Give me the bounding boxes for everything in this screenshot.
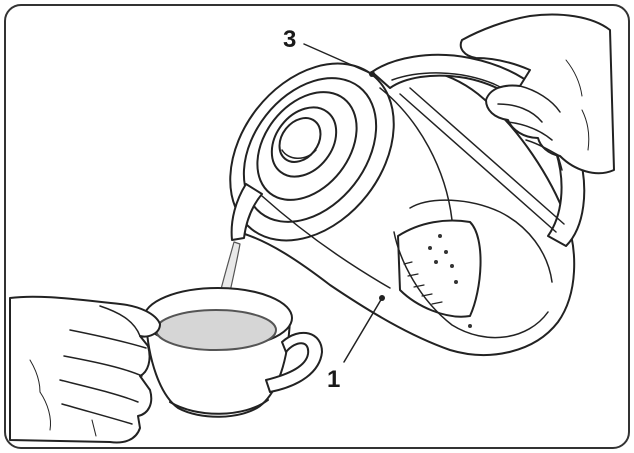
callout-1-leader bbox=[343, 297, 383, 363]
kettle-handle-strip bbox=[399, 93, 557, 233]
kettle-lid-ring-3 bbox=[270, 106, 338, 178]
kettle-body-contour bbox=[393, 231, 549, 339]
kettle-body-contour-2 bbox=[409, 199, 553, 283]
callout-3-leader bbox=[303, 43, 373, 75]
kettle-spout bbox=[230, 183, 263, 241]
right-hand-creases bbox=[565, 59, 590, 151]
left-hand-outline bbox=[9, 295, 161, 444]
left-hand-fingers bbox=[59, 305, 147, 425]
callout-1-dot bbox=[379, 295, 385, 301]
right-hand-outline bbox=[459, 13, 615, 175]
cup bbox=[143, 287, 323, 418]
left-hand-creases bbox=[29, 359, 97, 437]
kettle-handle-strip-2 bbox=[409, 87, 565, 225]
kettle-lid-ring-2 bbox=[256, 91, 358, 201]
kettle-lid-ring-1 bbox=[242, 77, 378, 223]
callout-label-lid: 3 bbox=[283, 26, 297, 53]
kettle-lid-knob-shade bbox=[281, 149, 317, 159]
cup-base bbox=[169, 399, 269, 415]
cup-handle bbox=[265, 332, 323, 393]
callout-label-body: 1 bbox=[327, 366, 341, 393]
right-hand-fingers bbox=[497, 85, 561, 157]
callout-3-dot bbox=[369, 71, 375, 77]
cup-liquid bbox=[155, 309, 277, 351]
water-gauge-dots bbox=[428, 234, 472, 328]
water-gauge-marks bbox=[403, 261, 443, 305]
kettle-side-line-2 bbox=[379, 87, 453, 221]
right-hand bbox=[459, 13, 615, 175]
left-hand bbox=[9, 295, 161, 444]
kettle-side-line bbox=[261, 195, 391, 289]
water-gauge-window bbox=[397, 219, 482, 318]
figure-frame bbox=[4, 4, 630, 449]
